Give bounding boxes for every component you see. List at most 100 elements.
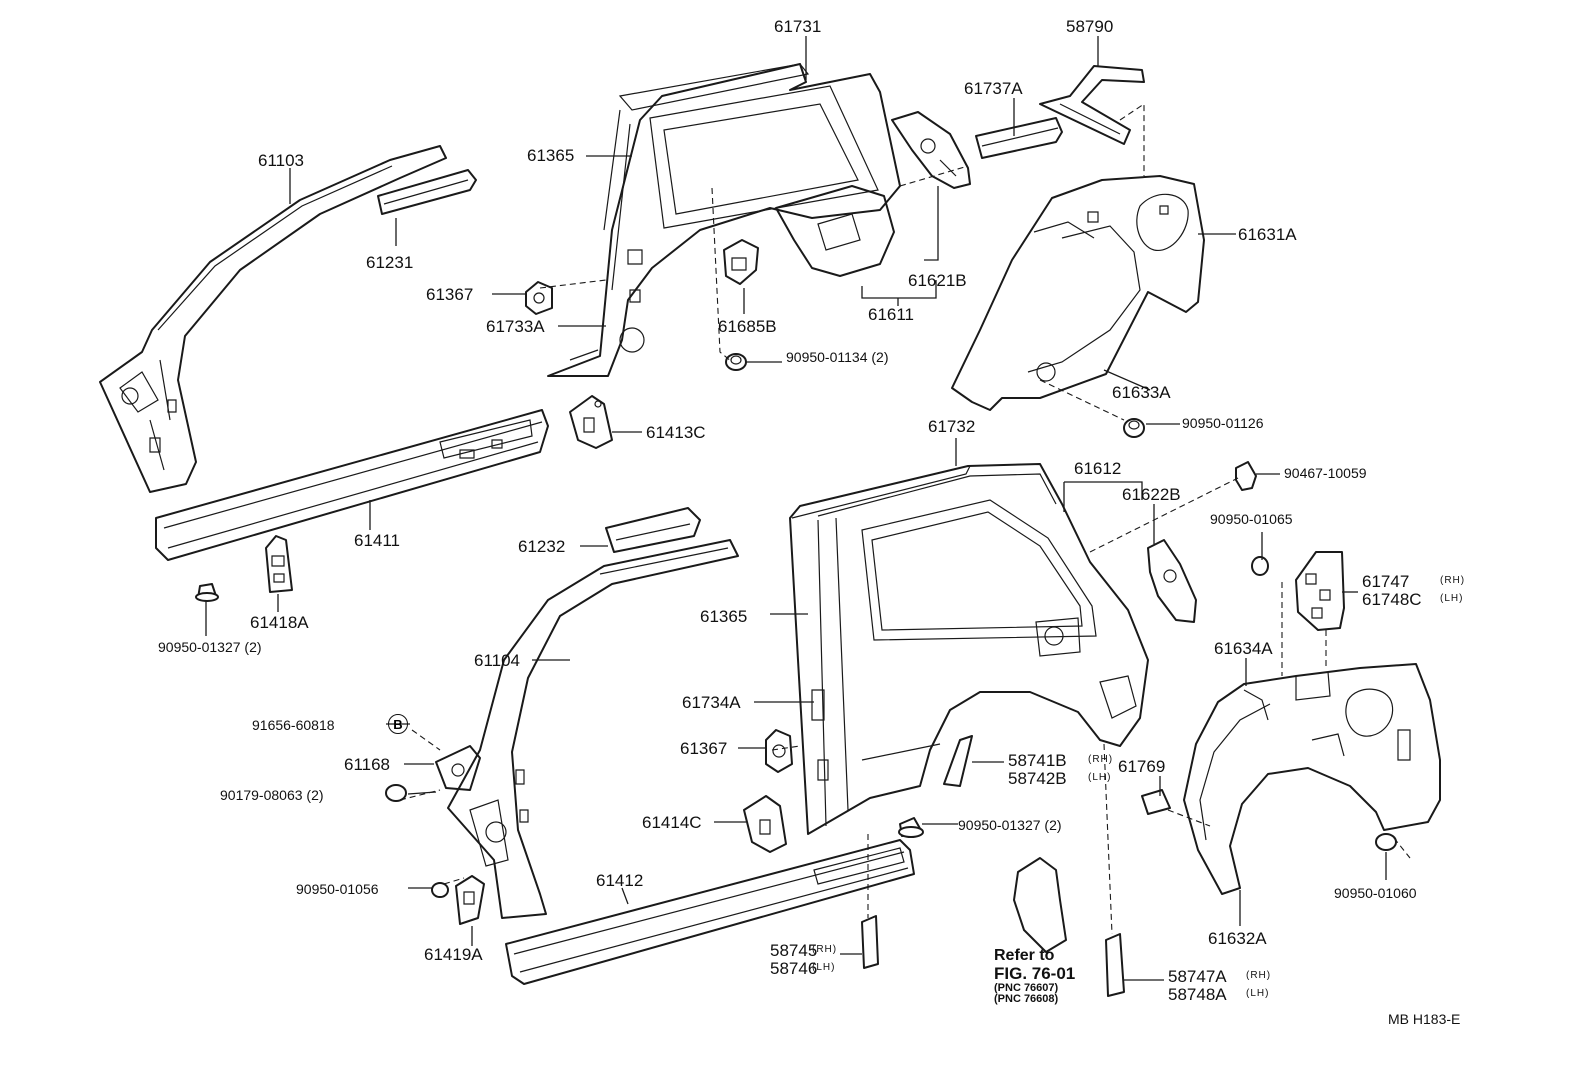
label-61634A: 61634A — [1214, 639, 1273, 658]
label-61732: 61732 — [928, 417, 976, 436]
reference-note: Refer to FIG. 76-01 (PNC 76607) (PNC 766… — [994, 947, 1076, 1006]
label-61104: 61104 — [474, 651, 521, 670]
clip-90950-01065 — [1251, 556, 1269, 576]
label-61612: 61612 — [1074, 459, 1122, 478]
label-61731: 61731 — [774, 17, 822, 36]
label-61413C: 61413C — [646, 423, 706, 442]
clip-90950-01134 — [725, 353, 747, 371]
label-61631A: 61631A — [1238, 225, 1297, 244]
part-61747-plate — [1295, 551, 1345, 631]
tag-58747A-rh: (RH) — [1246, 970, 1272, 981]
label-61365-lower: 61365 — [700, 607, 748, 626]
part-61367-grommet-lower — [765, 729, 793, 773]
label-90467-10059: 90467-10059 — [1284, 465, 1367, 481]
part-58747A-pad — [1105, 933, 1125, 997]
part-58741B-pad — [943, 735, 973, 787]
part-61621B-extension — [891, 111, 971, 189]
label-90950-01126: 90950-01126 — [1182, 415, 1264, 431]
label-61367-upper: 61367 — [426, 285, 474, 304]
alignment-lines — [399, 102, 1411, 935]
part-61732-quarter-panel — [789, 463, 1149, 835]
part-61367-grommet-upper — [525, 281, 553, 315]
label-61734A: 61734A — [682, 693, 741, 712]
reference-line1: Refer to — [994, 947, 1055, 964]
part-58790-extension — [1039, 65, 1145, 145]
label-61419A: 61419A — [424, 945, 483, 964]
part-61413C-bracket — [569, 395, 613, 449]
clip-90950-01327-left — [195, 583, 219, 602]
label-61168: 61168 — [344, 755, 391, 774]
label-61621B: 61621B — [908, 271, 967, 290]
label-90950-01060: 90950-01060 — [1334, 885, 1417, 901]
tag-58742B-lh: (LH) — [1088, 772, 1112, 783]
label-61633A: 61633A — [1112, 383, 1171, 402]
label-61418A: 61418A — [250, 613, 309, 632]
part-61232-reinforcement — [605, 507, 701, 553]
label-61632A: 61632A — [1208, 929, 1267, 948]
tag-61748C-lh: (LH) — [1440, 593, 1464, 604]
tag-58745-rh: (RH) — [812, 944, 838, 955]
part-61685B-bracket — [723, 239, 759, 285]
label-61748C: 61748C — [1362, 590, 1422, 609]
clip-90950-01327-center — [898, 817, 924, 838]
nut-90179-08063 — [385, 784, 407, 802]
clip-90467-10059 — [1235, 461, 1257, 491]
label-90950-01327-center: 90950-01327 (2) — [958, 817, 1062, 833]
part-61632A-rear-wheel-house — [1183, 663, 1441, 895]
label-58741B: 58741B — [1008, 751, 1067, 770]
label-61411: 61411 — [354, 531, 401, 550]
clip-90950-01056 — [431, 882, 449, 898]
leader-lines — [205, 36, 1387, 981]
label-61622B: 61622B — [1122, 485, 1181, 504]
label-61769: 61769 — [1118, 757, 1166, 776]
part-61611-wheel-house-outer — [775, 185, 895, 277]
label-58747A: 58747A — [1168, 967, 1227, 986]
label-61685B: 61685B — [718, 317, 777, 336]
label-61367-lower: 61367 — [680, 739, 728, 758]
diagram-code: MB H183-E — [1388, 1011, 1461, 1027]
label-91656-60818: 91656-60818 — [252, 717, 335, 733]
label-61231: 61231 — [366, 253, 414, 272]
label-58745: 58745 — [770, 941, 818, 960]
label-61733A: 61733A — [486, 317, 545, 336]
label-90179-08063: 90179-08063 (2) — [220, 787, 324, 803]
part-61411-rocker — [155, 409, 549, 561]
label-61232: 61232 — [518, 537, 566, 556]
tag-58741B-rh: (RH) — [1088, 754, 1114, 765]
label-58790: 58790 — [1066, 17, 1114, 36]
label-61414C: 61414C — [642, 813, 702, 832]
part-61168-bracket — [435, 745, 481, 791]
part-61231-reinforcement — [377, 169, 477, 215]
part-61418A-bracket — [265, 535, 293, 593]
label-90950-01327-left: 90950-01327 (2) — [158, 639, 262, 655]
part-61412-rocker — [505, 839, 915, 985]
part-61103-front-pillar — [99, 145, 447, 493]
part-61769-bracket — [1141, 789, 1171, 815]
clip-90950-01060 — [1375, 833, 1397, 851]
reference-pnc1: (PNC 76607) — [994, 981, 1059, 994]
label-90950-01134: 90950-01134 (2) — [786, 349, 889, 365]
part-61419A-bracket — [455, 875, 485, 925]
label-61103: 61103 — [258, 151, 305, 170]
label-58748A: 58748A — [1168, 985, 1227, 1004]
tag-58748A-lh: (LH) — [1246, 988, 1270, 999]
tag-58746-lh: (LH) — [812, 962, 836, 973]
tag-61747-rh: (RH) — [1440, 575, 1466, 586]
label-61747: 61747 — [1362, 572, 1410, 591]
part-mudguard-reference — [1013, 857, 1067, 953]
label-61737A: 61737A — [964, 79, 1023, 98]
label-61412: 61412 — [596, 871, 644, 890]
reference-line2: FIG. 76-01 — [994, 963, 1076, 983]
part-61104-center-pillar — [447, 539, 739, 919]
part-61414C-bracket — [743, 795, 787, 853]
label-58746: 58746 — [770, 959, 818, 978]
part-61737A-reinforcement — [975, 117, 1063, 159]
reference-pnc2: (PNC 76608) — [994, 993, 1059, 1006]
callout-b-marker: B — [388, 714, 408, 734]
part-61731-upper-inner-frame — [547, 63, 901, 377]
label-61611: 61611 — [868, 305, 915, 324]
label-90950-01056: 90950-01056 — [296, 881, 379, 897]
part-61631A-rear-inner-panel — [951, 175, 1205, 411]
label-61365-upper: 61365 — [527, 146, 575, 165]
